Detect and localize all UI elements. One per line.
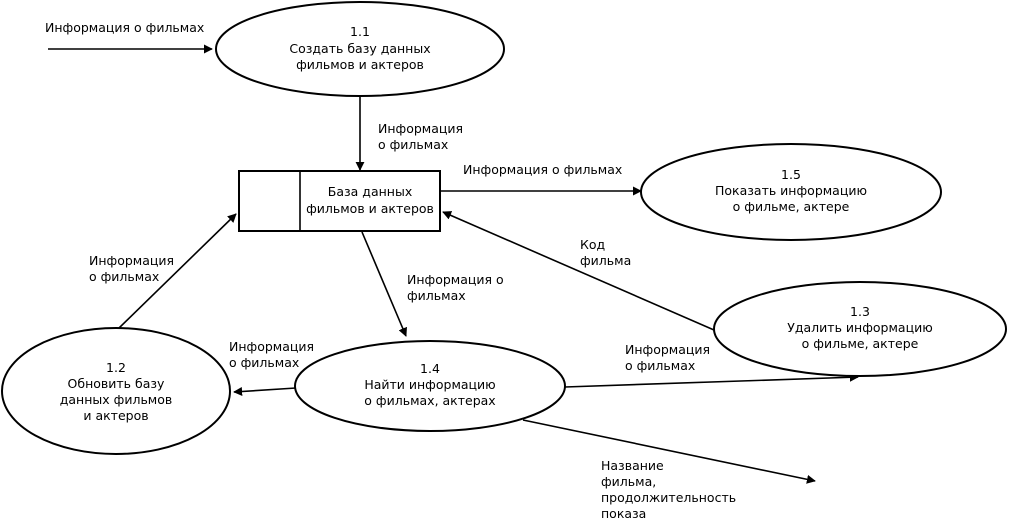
flow-store-to-1-4 bbox=[361, 231, 407, 337]
process-label-line: данных фильмов bbox=[60, 392, 173, 407]
flow-label: Код bbox=[580, 237, 605, 252]
process-label-line: и актеров bbox=[83, 408, 148, 423]
flow-label: Информация о bbox=[407, 272, 504, 287]
flow-label: фильмах bbox=[407, 288, 466, 303]
process-label-line: Показать информацию bbox=[715, 183, 867, 198]
process-label-line: Обновить базу bbox=[68, 376, 165, 391]
process-1-5: 1.5 Показать информацию о фильме, актере bbox=[640, 143, 942, 241]
flow-label: показа bbox=[601, 506, 646, 521]
process-1-2: 1.2 Обновить базу данных фильмов и актер… bbox=[1, 327, 231, 455]
flow-label: продолжительность bbox=[601, 490, 736, 505]
data-store-label-line: фильмов и актеров bbox=[306, 201, 434, 216]
flow-label: фильма bbox=[580, 253, 631, 268]
flow-label: о фильмах bbox=[378, 137, 448, 152]
flow-label: Информация bbox=[378, 121, 463, 136]
process-id: 1.1 bbox=[350, 24, 370, 39]
process-id: 1.2 bbox=[106, 360, 126, 375]
flow-1-3-to-store bbox=[442, 211, 715, 331]
process-label-line: Создать базу данных bbox=[289, 41, 430, 56]
process-id: 1.5 bbox=[781, 167, 801, 182]
flow-label: о фильмах bbox=[625, 358, 695, 373]
process-id: 1.4 bbox=[420, 361, 440, 376]
flow-1-4-to-1-2 bbox=[233, 386, 297, 396]
data-store-label-line: База данных bbox=[328, 184, 412, 199]
process-label-line: о фильме, актере bbox=[733, 199, 850, 214]
flow-label: фильма, bbox=[601, 474, 656, 489]
flow-label: Название bbox=[601, 458, 664, 473]
data-store: База данных фильмов и актеров bbox=[238, 170, 441, 232]
flow-label: Информация о фильмах bbox=[463, 162, 622, 177]
process-1-1: 1.1 Создать базу данных фильмов и актеро… bbox=[215, 1, 505, 97]
flow-label: о фильмах bbox=[89, 269, 159, 284]
flow-1-4-out bbox=[522, 419, 816, 484]
flow-label: Информация bbox=[229, 339, 314, 354]
process-label-line: Удалить информацию bbox=[787, 320, 932, 335]
flow-1-2-to-store bbox=[117, 213, 237, 330]
process-label-line: фильмов и актеров bbox=[296, 57, 424, 72]
process-label-line: о фильмах, актерах bbox=[364, 393, 495, 408]
process-id: 1.3 bbox=[850, 304, 870, 319]
process-1-3: 1.3 Удалить информацию о фильме, актере bbox=[713, 281, 1007, 377]
flow-1-4-to-1-3 bbox=[564, 372, 859, 388]
process-label-line: о фильме, актере bbox=[802, 336, 919, 351]
process-label-line: Найти информацию bbox=[364, 377, 495, 392]
flow-label: Информация о фильмах bbox=[45, 20, 204, 35]
flow-label: Информация bbox=[89, 253, 174, 268]
flow-label: о фильмах bbox=[229, 355, 299, 370]
process-1-4: 1.4 Найти информацию о фильмах, актерах bbox=[294, 340, 566, 432]
flow-label: Информация bbox=[625, 342, 710, 357]
